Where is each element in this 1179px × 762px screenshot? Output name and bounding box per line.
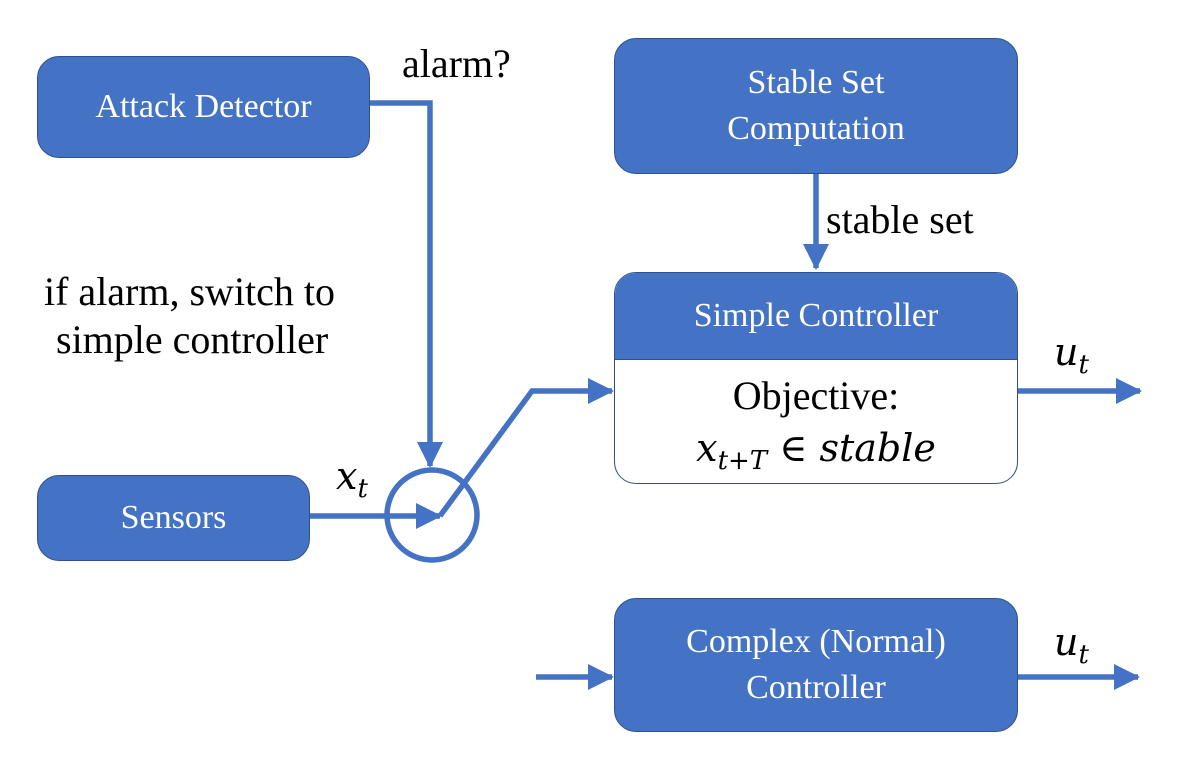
alarm-label: alarm? [402, 41, 511, 86]
stable-set-edge-label: stable set [826, 197, 974, 242]
simple-output-label: ut [1054, 330, 1089, 380]
sensors-box: Sensors [37, 475, 310, 561]
sensors-label: Sensors [120, 499, 227, 536]
simple-controller-header: Simple Controller [615, 273, 1017, 360]
complex-controller-label-line2: Controller [746, 669, 886, 706]
switch-note-line2: simple controller [56, 317, 329, 362]
stable-set-computation-box: Stable Set Computation [614, 38, 1018, 174]
stable-set-label-line2: Computation [727, 110, 905, 147]
objective-expression: xt+T ∈ stable [696, 426, 936, 476]
complex-controller-label-line1: Complex (Normal) [686, 623, 946, 660]
complex-output-label: ut [1054, 620, 1089, 670]
objective-label: Objective: [732, 373, 900, 418]
simple-controller-box: Simple Controller Objective: xt+T ∈ stab… [614, 272, 1018, 484]
attack-detector-label: Attack Detector [95, 88, 312, 125]
attack-detector-box: Attack Detector [37, 56, 370, 158]
switch-to-simple-arrow [437, 378, 614, 518]
stable-set-label-line1: Stable Set [747, 64, 885, 101]
sensor-output-label: xt [336, 454, 368, 504]
switch-note-line1: if alarm, switch to [44, 269, 336, 314]
simple-controller-objective: Objective: xt+T ∈ stable [615, 360, 1017, 483]
alarm-arrow [370, 100, 443, 468]
switch-circle [384, 467, 480, 563]
switch-note: if alarm, switch to simple controller [44, 268, 335, 364]
complex-controller-box: Complex (Normal) Controller [614, 598, 1018, 732]
